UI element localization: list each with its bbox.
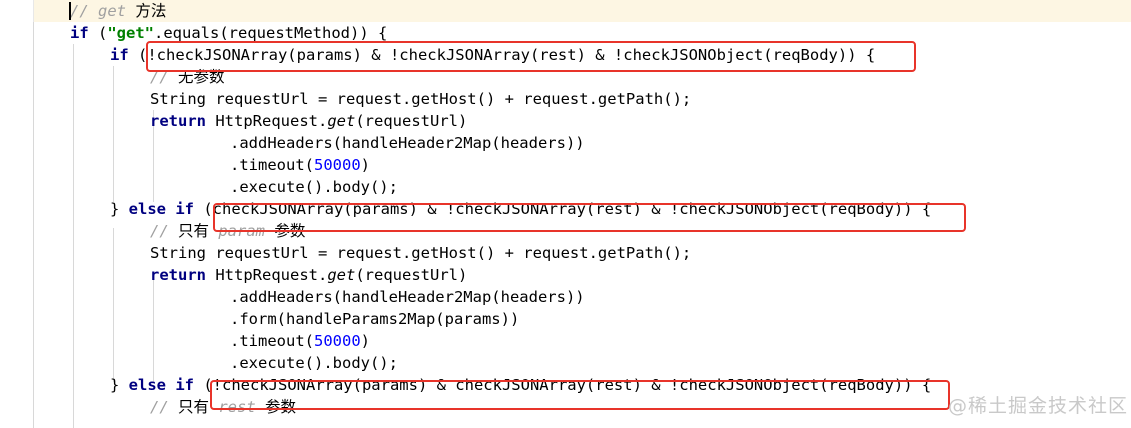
code-token-comment: // [150,222,178,240]
code-line[interactable]: .form(handleParams2Map(params)) [0,308,1131,330]
code-token-comment-cn: 参数 [265,398,297,416]
code-token-plain: ) [360,156,371,174]
code-token-plain: (requestUrl) [355,112,468,130]
code-token-comment: rest [209,398,266,416]
code-line[interactable]: .timeout(50000) [0,154,1131,176]
code-line[interactable]: .execute().body(); [0,352,1131,374]
code-token-plain: (!checkJSONArray(params) & !checkJSONArr… [128,46,876,64]
code-line[interactable]: // get 方法 [0,0,1131,22]
code-line[interactable]: String requestUrl = request.getHost() + … [0,88,1131,110]
code-token-plain: .addHeaders(handleHeader2Map(headers)) [230,288,585,306]
indent-guide [113,66,114,202]
code-token-comment-cn: 方法 [135,2,167,20]
highlight-condition-params-only [213,203,966,232]
code-line[interactable]: .addHeaders(handleHeader2Map(headers)) [0,132,1131,154]
code-line[interactable]: return HttpRequest.get(requestUrl) [0,110,1131,132]
code-token-plain: .execute().body(); [230,354,398,372]
indent-guide [113,228,114,382]
code-token-num: 50000 [314,156,361,174]
indent-guide [33,22,34,428]
code-token-comment: // [150,68,178,86]
code-token-plain: .addHeaders(handleHeader2Map(headers)) [230,134,585,152]
editor-gutter[interactable] [0,0,34,428]
indent-guide [153,110,154,202]
code-token-method: get [327,266,356,284]
code-token-plain: .timeout( [230,332,314,350]
code-token-kw: return [150,266,206,284]
code-line[interactable]: .execute().body(); [0,176,1131,198]
code-token-plain: .equals(requestMethod)) { [154,24,388,42]
code-token-plain: .execute().body(); [230,178,398,196]
code-token-comment-cn: 无参数 [178,68,225,86]
code-token-comment-cn: 只有 [178,222,210,240]
code-token-plain: HttpRequest. [206,112,328,130]
code-line[interactable]: if ("get".equals(requestMethod)) { [0,22,1131,44]
code-token-plain: ( [88,24,108,42]
code-line[interactable]: // 只有 param 参数 [0,220,1131,242]
code-token-comment: // [150,398,178,416]
indent-guide [153,272,154,382]
code-line[interactable]: // 只有 rest 参数 [0,396,1131,418]
highlight-condition-rest-only [210,380,950,410]
code-token-kw: if [110,46,129,64]
code-line[interactable]: .timeout(50000) [0,330,1131,352]
code-token-kw: return [150,112,206,130]
code-line[interactable]: // 无参数 [0,66,1131,88]
code-token-kw: else if [128,200,194,218]
watermark-label: @稀土掘金技术社区 [948,395,1129,417]
code-token-str: "get" [107,24,155,42]
code-token-method: get [327,112,356,130]
code-token-plain: } [110,200,129,218]
code-token-plain: String requestUrl = request.getHost() + … [150,90,692,108]
code-token-plain: ) [360,332,371,350]
current-line-highlight [0,0,1131,22]
indent-guide [73,44,74,428]
code-token-plain: (requestUrl) [355,266,468,284]
code-token-plain: .form(handleParams2Map(params)) [230,310,520,328]
code-token-comment-cn: 只有 [178,398,210,416]
code-line[interactable]: .addHeaders(handleHeader2Map(headers)) [0,286,1131,308]
code-token-kw: if [70,24,89,42]
code-line[interactable]: if (!checkJSONArray(params) & !checkJSON… [0,44,1131,66]
code-token-plain: } [110,376,129,394]
code-token-num: 50000 [314,332,361,350]
code-token-kw: else if [128,376,194,394]
code-line[interactable]: String requestUrl = request.getHost() + … [0,242,1131,264]
code-token-plain: String requestUrl = request.getHost() + … [150,244,692,262]
code-token-plain: HttpRequest. [206,266,328,284]
code-line[interactable]: return HttpRequest.get(requestUrl) [0,264,1131,286]
text-caret [69,2,71,20]
code-token-plain: .timeout( [230,156,314,174]
highlight-condition-no-params [146,41,916,72]
code-token-comment: // get [70,2,136,20]
